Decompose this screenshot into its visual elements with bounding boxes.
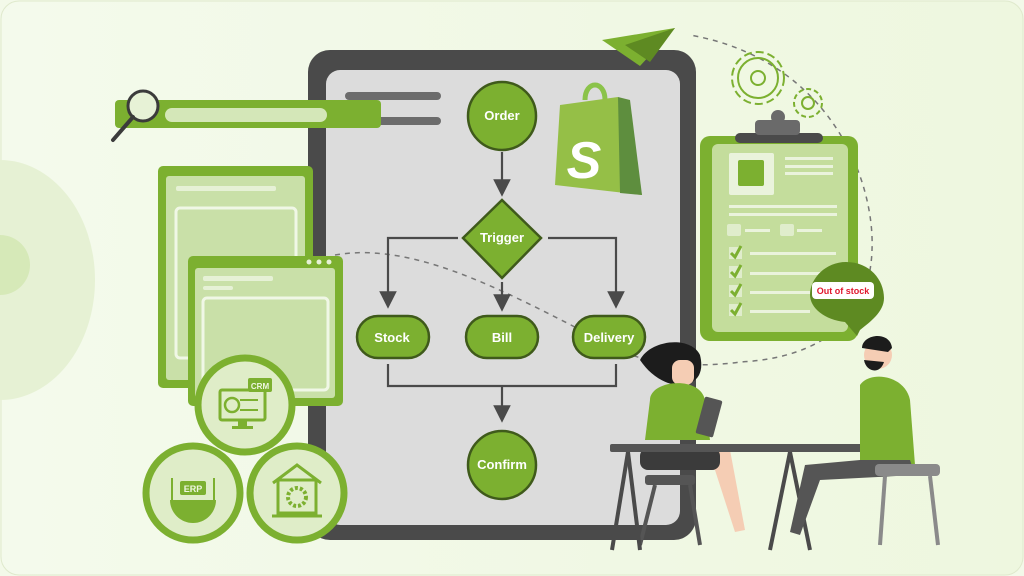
flow-node-confirm: Confirm (466, 429, 538, 501)
order-label: Order (484, 108, 519, 123)
speech-bubble: Out of stock (810, 262, 884, 336)
crm-label: CRM (251, 382, 270, 391)
office-scene (610, 335, 940, 551)
out-of-stock-text: Out of stock (817, 286, 870, 296)
erp-integration: ERP (142, 442, 244, 544)
flow-node-bill: Bill (464, 314, 540, 360)
background-dot (0, 235, 30, 295)
search-bar[interactable] (111, 89, 381, 142)
flow-node-trigger: Trigger (461, 198, 543, 280)
gear-icon (731, 51, 823, 118)
trigger-label: Trigger (480, 230, 524, 245)
erp-gear-icon (170, 478, 216, 523)
check-icon (729, 245, 743, 317)
svg-text:S: S (567, 132, 602, 190)
smart-home-icon (272, 463, 322, 518)
crm-integration: CRM (194, 354, 296, 456)
background-blob (0, 160, 95, 400)
paper-plane-icon (602, 28, 675, 66)
flow-connectors (379, 152, 625, 423)
stock-label: Stock (374, 330, 410, 345)
delivery-label: Delivery (584, 330, 635, 345)
bill-label: Bill (492, 330, 512, 345)
shopify-bag-icon: S (555, 82, 642, 195)
flow-node-order: Order (466, 80, 538, 152)
erp-label: ERP (184, 484, 203, 494)
search-icon (111, 89, 160, 142)
crm-monitor-icon (218, 378, 272, 429)
smart-home-integration (246, 442, 348, 544)
flow-node-stock: Stock (355, 314, 431, 360)
confirm-label: Confirm (477, 457, 527, 472)
dashed-connector (334, 34, 873, 366)
flow-node-delivery: Delivery (571, 314, 647, 360)
